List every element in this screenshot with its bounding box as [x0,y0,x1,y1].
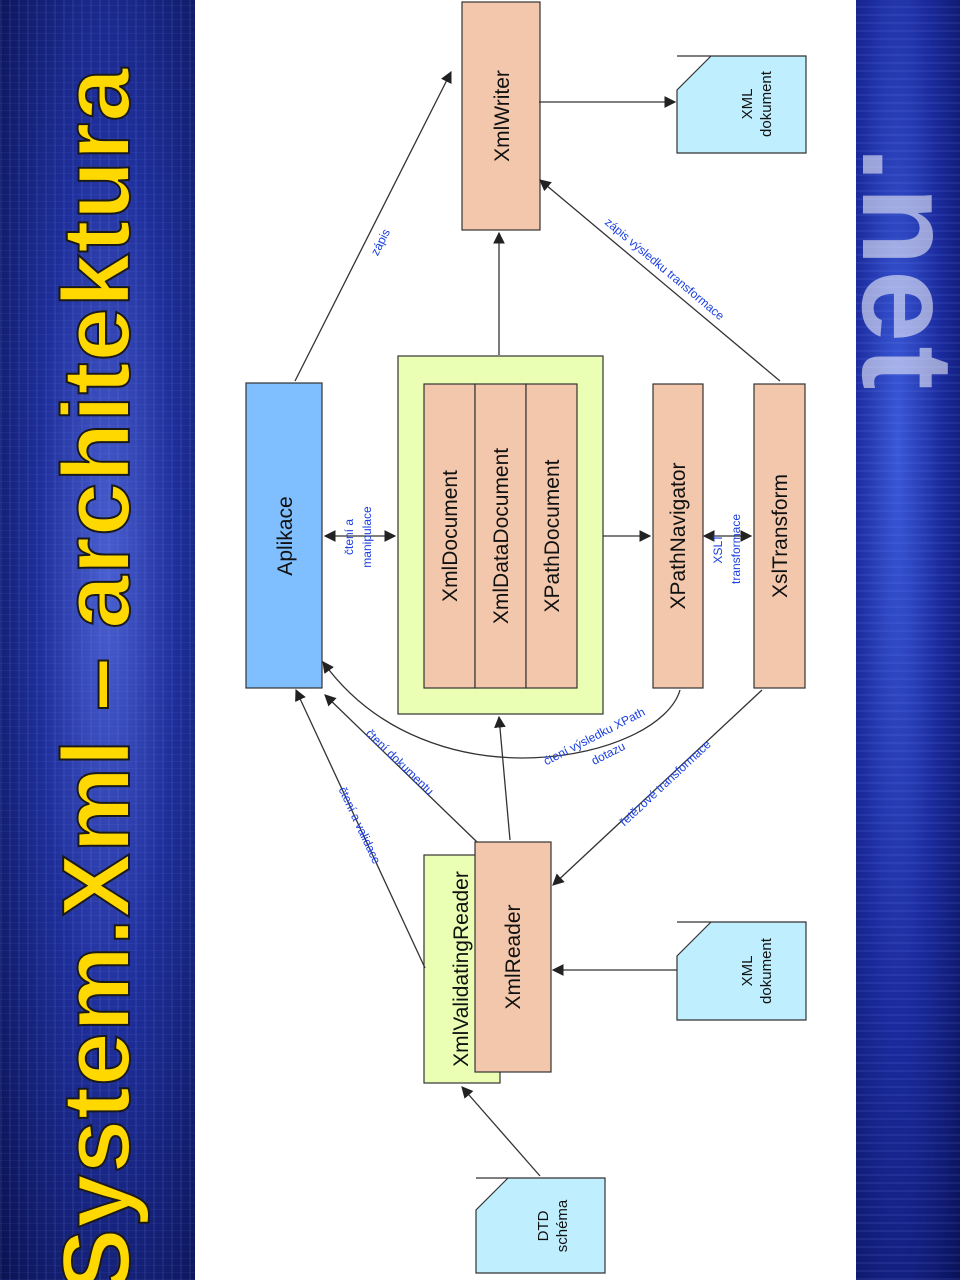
xslt-line1: XSLT [711,534,725,564]
edge-zapis [294,70,452,382]
xml-data-document-label: XmlDataDocument [490,448,513,624]
zapis-label: zápis [368,227,393,258]
aplikace-label: Aplikace [274,496,297,575]
cteni-manipulace-line1: čtení a [342,519,356,555]
edge-zapis-vysledku [539,179,781,382]
dtd-schema-shape [475,1177,606,1274]
cteni-validace-label: čtení a validace [336,785,384,867]
xml-document-out-shape [676,55,807,154]
zapis-vysledku-label: zápis výsledku transformace [602,215,727,323]
retezove-label: řetězové transformace [617,737,714,829]
left-decor-panel: System.Xml – architektura [0,0,195,1280]
edge-cteni-dokumentu [324,694,478,843]
edge-cteni-vysledku [322,661,681,759]
xml-document-label: XmlDocument [439,470,462,602]
xsl-transform-box [753,383,806,689]
doc-in-line1: XML [739,956,756,987]
xsl-transform-label: XslTransform [769,474,792,598]
edge-cteni-validace [295,688,426,969]
binary-background-right [856,0,960,1280]
doc-out-line2: dokument [758,70,775,137]
edge-retezove [552,689,763,886]
xpath-navigator-box [652,383,704,689]
edge-reader-to-group [494,715,511,841]
xpath-navigator-label: XPathNavigator [667,462,690,609]
xml-writer-box [461,1,541,231]
xml-reader-box [474,841,552,1073]
xml-reader-label: XmlReader [502,904,525,1009]
xslt-line2: transformace [729,514,743,584]
dtd-line1: DTD [535,1210,552,1241]
xpath-document-label: XPathDocument [541,459,564,612]
xml-data-document-box [474,383,527,689]
doc-in-line2: dokument [758,937,775,1004]
right-decor-panel: .net [856,0,960,1280]
xpath-document-box [525,383,578,689]
xml-document-in-shape [676,921,807,1021]
aplikace-box [245,382,323,689]
xml-validating-reader-label: XmlValidatingReader [450,871,473,1067]
dtd-line2: schéma [554,1199,571,1252]
doc-out-line1: XML [739,89,756,120]
xml-document-box [423,383,476,689]
cteni-manipulace-line2: manipulace [360,506,374,568]
xml-writer-label: XmlWriter [491,70,514,162]
binary-background [0,0,195,1280]
cteni-dokumentu-label: čtení dokumentu [363,726,437,798]
edge-dtd-to-validating [461,1086,541,1177]
